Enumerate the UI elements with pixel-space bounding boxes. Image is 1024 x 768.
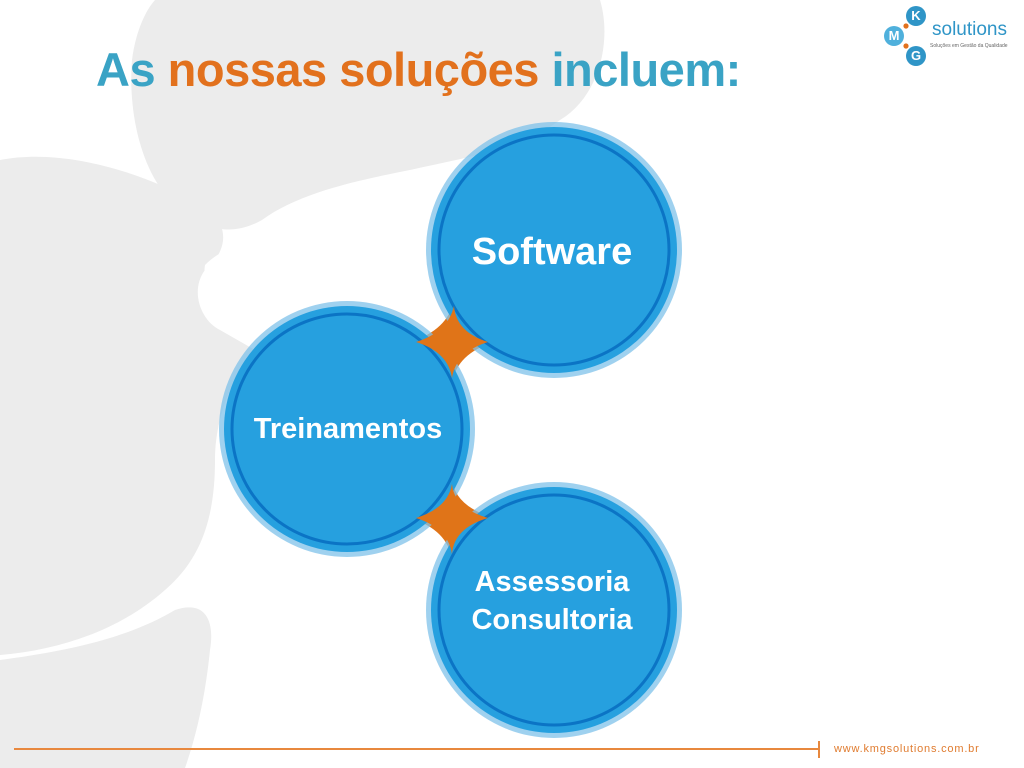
footer-divider-tick [818,741,820,758]
node-assessoria-line2: Consultoria [471,604,633,636]
kmg-logo: K M G solutions Soluções em Gestão da Qu… [880,4,1020,68]
node-assessoria-line1: Assessoria [474,566,630,598]
footer-website-link[interactable]: www.kmgsolutions.com.br [834,743,980,755]
node-software-circle [426,122,682,378]
title-part-as: As [96,43,156,96]
title-part-nossas-solucoes: nossas soluções [167,43,540,96]
logo-letter-k: K [911,8,921,23]
page-title: As nossas soluções incluem: [96,38,741,102]
node-software-label: Software [471,231,633,273]
node-treinamentos-circle [219,301,475,557]
logo-letter-g: G [910,48,922,63]
node-assessoria-circle [426,482,682,738]
logo-circles-icon [884,6,926,66]
logo-letter-m: M [888,28,900,43]
logo-tagline: Soluções em Gestão da Qualidade [930,43,1008,49]
node-assessoria-label: Assessoria Consultoria [432,563,672,639]
footer-divider [14,748,820,750]
node-treinamentos-label: Treinamentos [253,413,443,445]
logo-wordmark: solutions [932,19,1007,40]
title-part-incluem: incluem: [551,43,742,96]
